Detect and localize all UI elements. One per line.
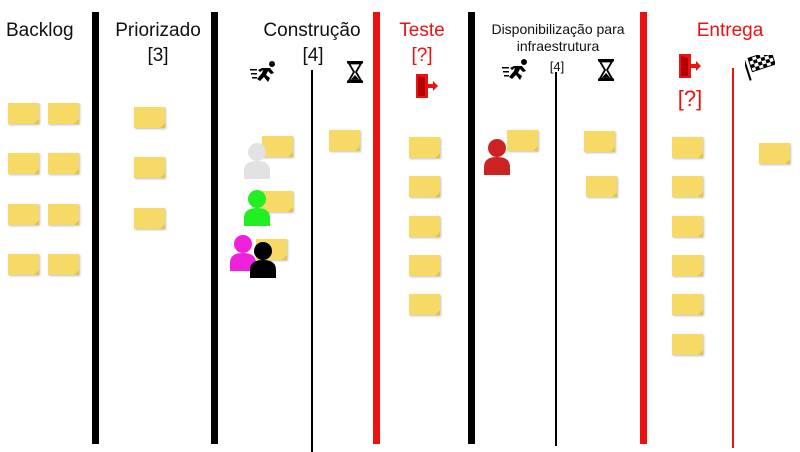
wip-limit-teste: [?] <box>411 45 433 66</box>
wip-limit-priorizado: [3] <box>147 45 169 66</box>
divider-disponibilizacao-entrega <box>640 12 647 444</box>
sticky-note[interactable] <box>48 153 79 174</box>
column-title-disponibilizacao-line2: infraestrutura <box>516 38 600 54</box>
runner-icon <box>502 58 532 82</box>
sticky-note[interactable] <box>409 294 440 315</box>
divider-priorizado-construcao <box>211 12 218 444</box>
person-icon-gray <box>242 141 272 179</box>
hourglass-icon <box>346 60 364 84</box>
sticky-note[interactable] <box>8 254 39 275</box>
sticky-note[interactable] <box>48 204 79 225</box>
sticky-note[interactable] <box>134 107 165 128</box>
sticky-note[interactable] <box>262 191 293 212</box>
hourglass-icon <box>597 58 615 82</box>
runner-icon <box>250 60 280 84</box>
sticky-note[interactable] <box>329 130 360 151</box>
sticky-note[interactable] <box>759 143 790 164</box>
exit-icon <box>414 73 438 99</box>
sticky-note[interactable] <box>8 103 39 124</box>
sticky-note[interactable] <box>8 153 39 174</box>
person-icon-green <box>242 188 272 226</box>
person-icon-red <box>482 137 512 175</box>
divider-construcao-teste <box>373 12 380 444</box>
exit-icon <box>677 53 701 79</box>
column-title-backlog: Backlog <box>6 20 74 41</box>
sticky-note[interactable] <box>672 176 703 197</box>
person-icon-magenta <box>228 233 258 271</box>
divider-construcao-doing-done <box>311 70 313 452</box>
wip-limit-entrega: [?] <box>677 86 703 111</box>
sticky-note[interactable] <box>409 176 440 197</box>
sticky-note[interactable] <box>409 137 440 158</box>
sticky-note[interactable] <box>48 103 79 124</box>
sticky-note[interactable] <box>672 294 703 315</box>
sticky-note[interactable] <box>409 255 440 276</box>
person-icon-black <box>248 240 278 278</box>
divider-entrega-inner <box>732 68 734 448</box>
sticky-note[interactable] <box>672 216 703 237</box>
column-title-disponibilizacao-line1: Disponibilização para <box>491 21 625 37</box>
sticky-note[interactable] <box>672 137 703 158</box>
wip-limit-construcao: [4] <box>302 45 324 66</box>
sticky-note[interactable] <box>672 334 703 355</box>
divider-backlog-priorizado <box>92 12 99 444</box>
sticky-note[interactable] <box>134 208 165 229</box>
sticky-note[interactable] <box>584 131 615 152</box>
sticky-note[interactable] <box>134 157 165 178</box>
sticky-note[interactable] <box>586 176 617 197</box>
column-title-priorizado: Priorizado <box>115 20 201 41</box>
wip-limit-disponibilizacao: [4] <box>549 59 565 74</box>
checkered-flag-icon <box>745 55 775 81</box>
column-title-teste: Teste <box>399 20 445 41</box>
sticky-note[interactable] <box>48 254 79 275</box>
column-title-entrega: Entrega <box>696 20 764 41</box>
divider-teste-disponibilizacao <box>468 12 475 444</box>
sticky-note[interactable] <box>262 136 293 157</box>
sticky-note[interactable] <box>672 255 703 276</box>
sticky-note[interactable] <box>409 216 440 237</box>
sticky-note[interactable] <box>8 204 39 225</box>
divider-disponibilizacao-doing-done <box>555 72 557 446</box>
column-title-construcao: Construção <box>263 20 361 41</box>
sticky-note[interactable] <box>507 130 538 151</box>
